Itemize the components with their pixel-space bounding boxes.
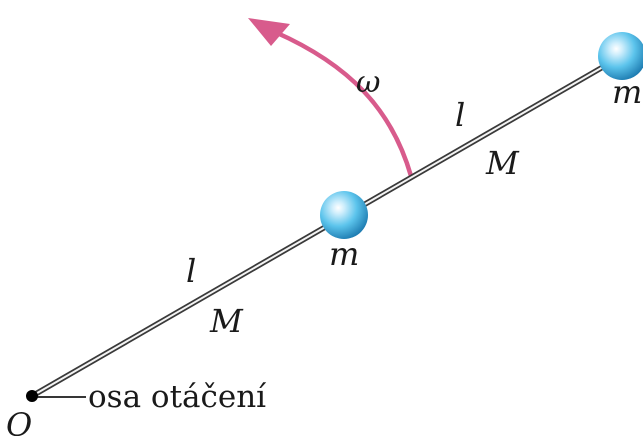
- mass-end-label: m: [612, 73, 642, 111]
- rod-lower-length-label: l: [186, 252, 196, 290]
- rod-upper-length-label: l: [455, 96, 465, 134]
- pivot-point: [26, 390, 38, 402]
- mass-end-ball: [598, 32, 643, 80]
- omega-label: ω: [356, 65, 380, 100]
- mass-middle-ball: [320, 191, 368, 239]
- angular-velocity-arrow: [248, 18, 414, 179]
- pivot-label: O: [6, 406, 32, 436]
- angular-velocity-arrowhead: [248, 18, 290, 46]
- angular-velocity-arc: [272, 29, 414, 179]
- axis-caption: osa otáčení: [88, 379, 267, 415]
- rod-upper-mass-label: M: [485, 144, 520, 182]
- rod-lower-mass-label: M: [209, 302, 244, 340]
- mass-middle-label: m: [329, 235, 359, 273]
